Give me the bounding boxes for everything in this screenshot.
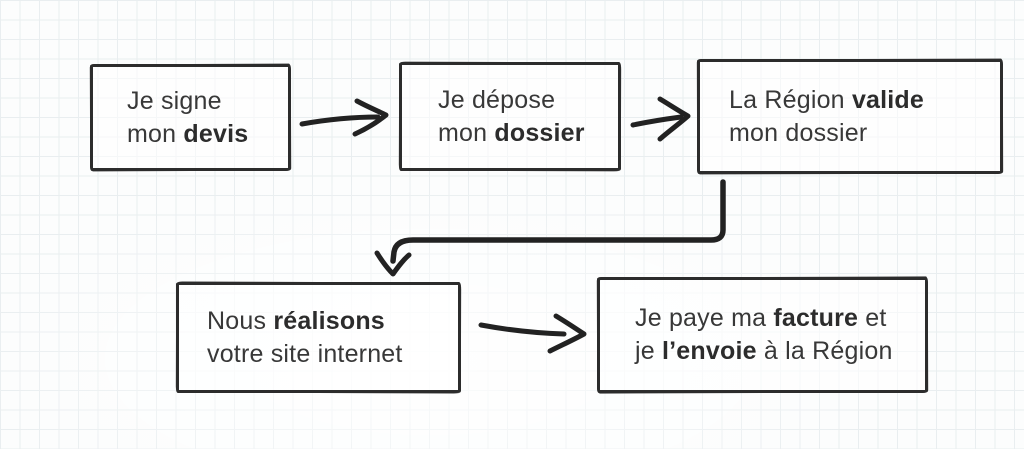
arrow-elbow-down-icon (374, 179, 726, 277)
arrow-right-icon (478, 313, 587, 354)
arrow-right-icon (299, 98, 389, 137)
arrow-right-icon (630, 96, 691, 142)
